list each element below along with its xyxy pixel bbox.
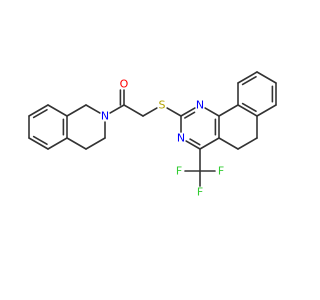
bond-line <box>256 104 277 117</box>
bond-line <box>166 107 182 117</box>
bond-line <box>28 104 49 117</box>
bond-line <box>28 137 49 150</box>
fluorine-2-atom-label: F <box>176 165 182 178</box>
sulfur-atom-label: S <box>159 99 166 112</box>
bond-line <box>85 104 101 114</box>
double-bond-line <box>32 108 48 119</box>
fluorine-1-atom-label: F <box>197 186 203 199</box>
double-bond-line <box>189 138 201 146</box>
bond-line <box>109 104 125 114</box>
bond-line <box>204 107 220 117</box>
ring-nitrogen-2-atom-label: N <box>177 132 185 145</box>
bond-line <box>237 71 258 84</box>
bond-line <box>123 104 144 117</box>
bond-line <box>85 137 106 150</box>
bond-line <box>47 137 68 150</box>
molecule-structure: O N S N N F F F <box>28 71 277 199</box>
oxygen-atom-label: O <box>120 78 129 91</box>
double-bond-line <box>32 135 48 146</box>
bond-line <box>218 137 239 150</box>
bond-line <box>47 104 68 117</box>
bond-line <box>199 137 220 150</box>
double-bond-line <box>241 75 257 86</box>
double-bond-line <box>241 102 257 113</box>
bond-line <box>66 137 87 150</box>
ring-nitrogen-1-atom-label: N <box>196 99 204 112</box>
bond-line <box>218 104 239 117</box>
bond-line <box>180 107 196 117</box>
bond-line <box>142 107 158 117</box>
bond-line <box>237 137 258 150</box>
molecule-canvas: O N S N N F F F <box>28 71 277 199</box>
double-bond-line <box>184 111 196 119</box>
fluorine-3-atom-label: F <box>218 165 224 178</box>
bond-line <box>185 140 201 150</box>
amide-nitrogen-atom-label: N <box>101 110 109 123</box>
bond-line <box>256 71 277 84</box>
bond-line <box>66 104 87 117</box>
bond-line <box>237 104 258 117</box>
